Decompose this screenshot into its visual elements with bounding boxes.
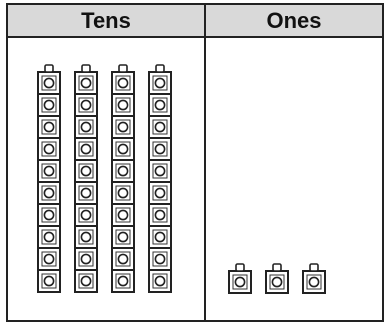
unit-cube: [75, 94, 97, 116]
unit-cube: [75, 226, 97, 248]
unit-cube: [149, 160, 171, 182]
header-row: [7, 4, 383, 37]
unit-cube: [112, 160, 134, 182]
unit-cube: [75, 182, 97, 204]
unit-cube: [149, 116, 171, 138]
unit-cube: [75, 160, 97, 182]
unit-cube: [149, 138, 171, 160]
unit-cube: [75, 138, 97, 160]
unit-cube: [112, 94, 134, 116]
unit-cube: [75, 270, 97, 292]
unit-cube: [149, 248, 171, 270]
ten-rod: [149, 65, 171, 292]
unit-cube: [112, 182, 134, 204]
unit-cube: [149, 204, 171, 226]
ten-rod: [38, 65, 60, 292]
unit-cube: [38, 160, 60, 182]
unit-cube: [112, 248, 134, 270]
unit-cube: [38, 94, 60, 116]
ones-header: Ones: [266, 8, 321, 33]
tens-header: Tens: [81, 8, 131, 33]
unit-cube: [149, 94, 171, 116]
unit-cube: [112, 138, 134, 160]
unit-cube: [75, 248, 97, 270]
unit-cube: [38, 270, 60, 292]
unit-cube: [38, 204, 60, 226]
unit-cube: [75, 204, 97, 226]
unit-cube: [149, 182, 171, 204]
table-border: [7, 4, 383, 321]
unit-cube: [38, 226, 60, 248]
unit-cube: [38, 138, 60, 160]
unit-cube: [112, 270, 134, 292]
ten-rod: [112, 65, 134, 292]
unit-cube: [112, 204, 134, 226]
ones-area: [229, 264, 325, 293]
unit-cube: [112, 226, 134, 248]
unit-cube: [38, 182, 60, 204]
unit-cube: [38, 116, 60, 138]
unit-cube: [38, 248, 60, 270]
unit-cube: [149, 226, 171, 248]
ten-rod: [75, 65, 97, 292]
unit-cube: [149, 270, 171, 292]
unit-cube: [75, 116, 97, 138]
unit-cube: [112, 116, 134, 138]
